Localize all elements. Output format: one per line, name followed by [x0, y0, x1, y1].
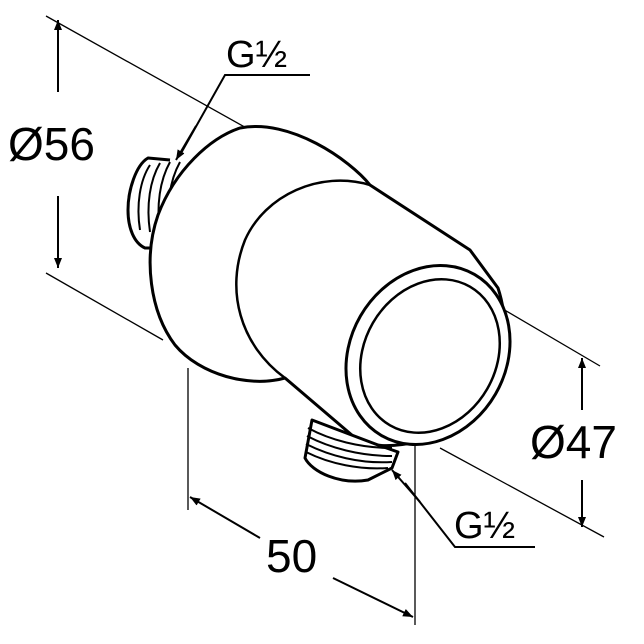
- ext-line-bottom-47: [439, 447, 605, 538]
- part-body: [126, 125, 512, 483]
- housing-shoulder: [235, 179, 371, 380]
- leader-bottom-arrow: [391, 469, 421, 503]
- dim-label-body-diameter: Ø56: [8, 118, 95, 170]
- outlet-rim-outer: [344, 264, 512, 446]
- ext-line-top-56: [45, 15, 251, 131]
- dim-label-outlet-diameter: Ø47: [530, 416, 617, 468]
- leader-bottom-thread: [404, 482, 535, 548]
- dim-line-50-right: [332, 577, 414, 618]
- dimension-lines: [54, 20, 586, 618]
- thread-leaders: [175, 74, 535, 548]
- thread-label-back: G½: [226, 34, 287, 76]
- bottom-thread-stub: [303, 418, 400, 483]
- outlet-rim-inner: [358, 278, 502, 434]
- dim-line-50-left: [189, 496, 261, 539]
- thread-label-bottom: G½: [454, 505, 515, 547]
- dim-label-depth: 50: [266, 530, 317, 582]
- ext-line-bottom-56: [45, 272, 164, 341]
- leader-back-arrow: [175, 125, 197, 161]
